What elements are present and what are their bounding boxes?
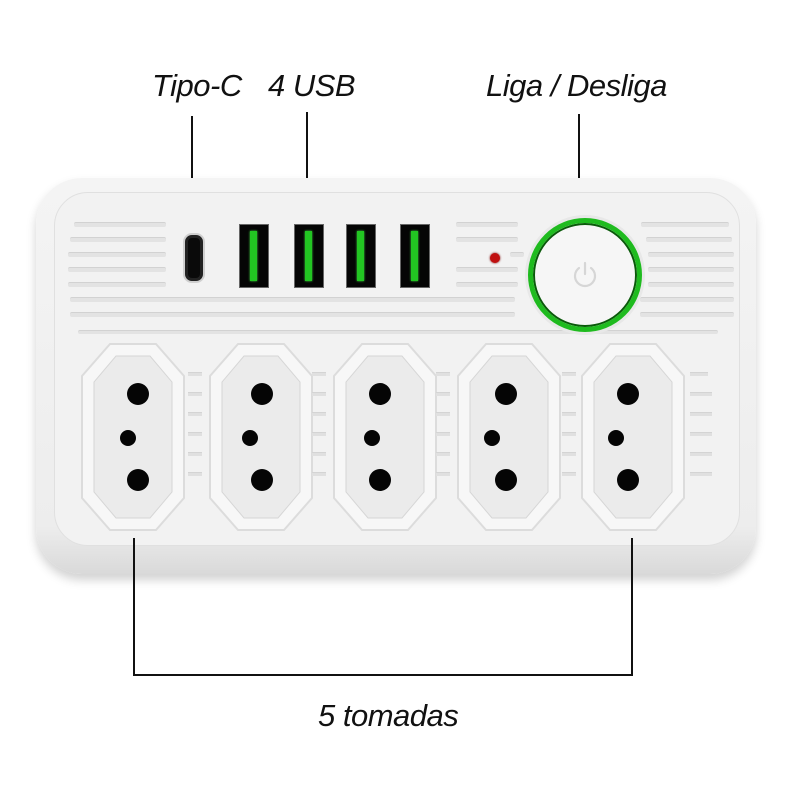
label-outlets: 5 tomadas	[318, 698, 459, 733]
usb-contact	[411, 231, 418, 281]
label-usb: 4 USB	[268, 68, 356, 103]
label-power-switch: Liga / Desliga	[486, 68, 667, 103]
outlet-5[interactable]	[580, 342, 686, 532]
outlet-4[interactable]	[456, 342, 562, 532]
usb-contact	[305, 231, 312, 281]
usb-port-2[interactable]	[294, 224, 324, 288]
label-type-c: Tipo-C	[152, 68, 242, 103]
callout-line-usb	[306, 112, 308, 210]
usb-port-1[interactable]	[239, 224, 269, 288]
callout-line-power	[578, 114, 580, 208]
type-c-port[interactable]	[183, 233, 205, 283]
outlet-3[interactable]	[332, 342, 438, 532]
usb-contact	[357, 231, 364, 281]
bracket-right	[631, 538, 633, 676]
usb-port-3[interactable]	[346, 224, 376, 288]
power-button[interactable]	[528, 218, 642, 332]
callout-line-type-c	[191, 116, 193, 220]
power-icon	[573, 261, 597, 288]
indicator-led	[490, 253, 500, 263]
outlet-1[interactable]	[80, 342, 186, 532]
usb-port-4[interactable]	[400, 224, 430, 288]
usb-contact	[250, 231, 257, 281]
bracket-bottom	[133, 674, 633, 676]
outlet-2[interactable]	[208, 342, 314, 532]
bracket-left	[133, 538, 135, 676]
